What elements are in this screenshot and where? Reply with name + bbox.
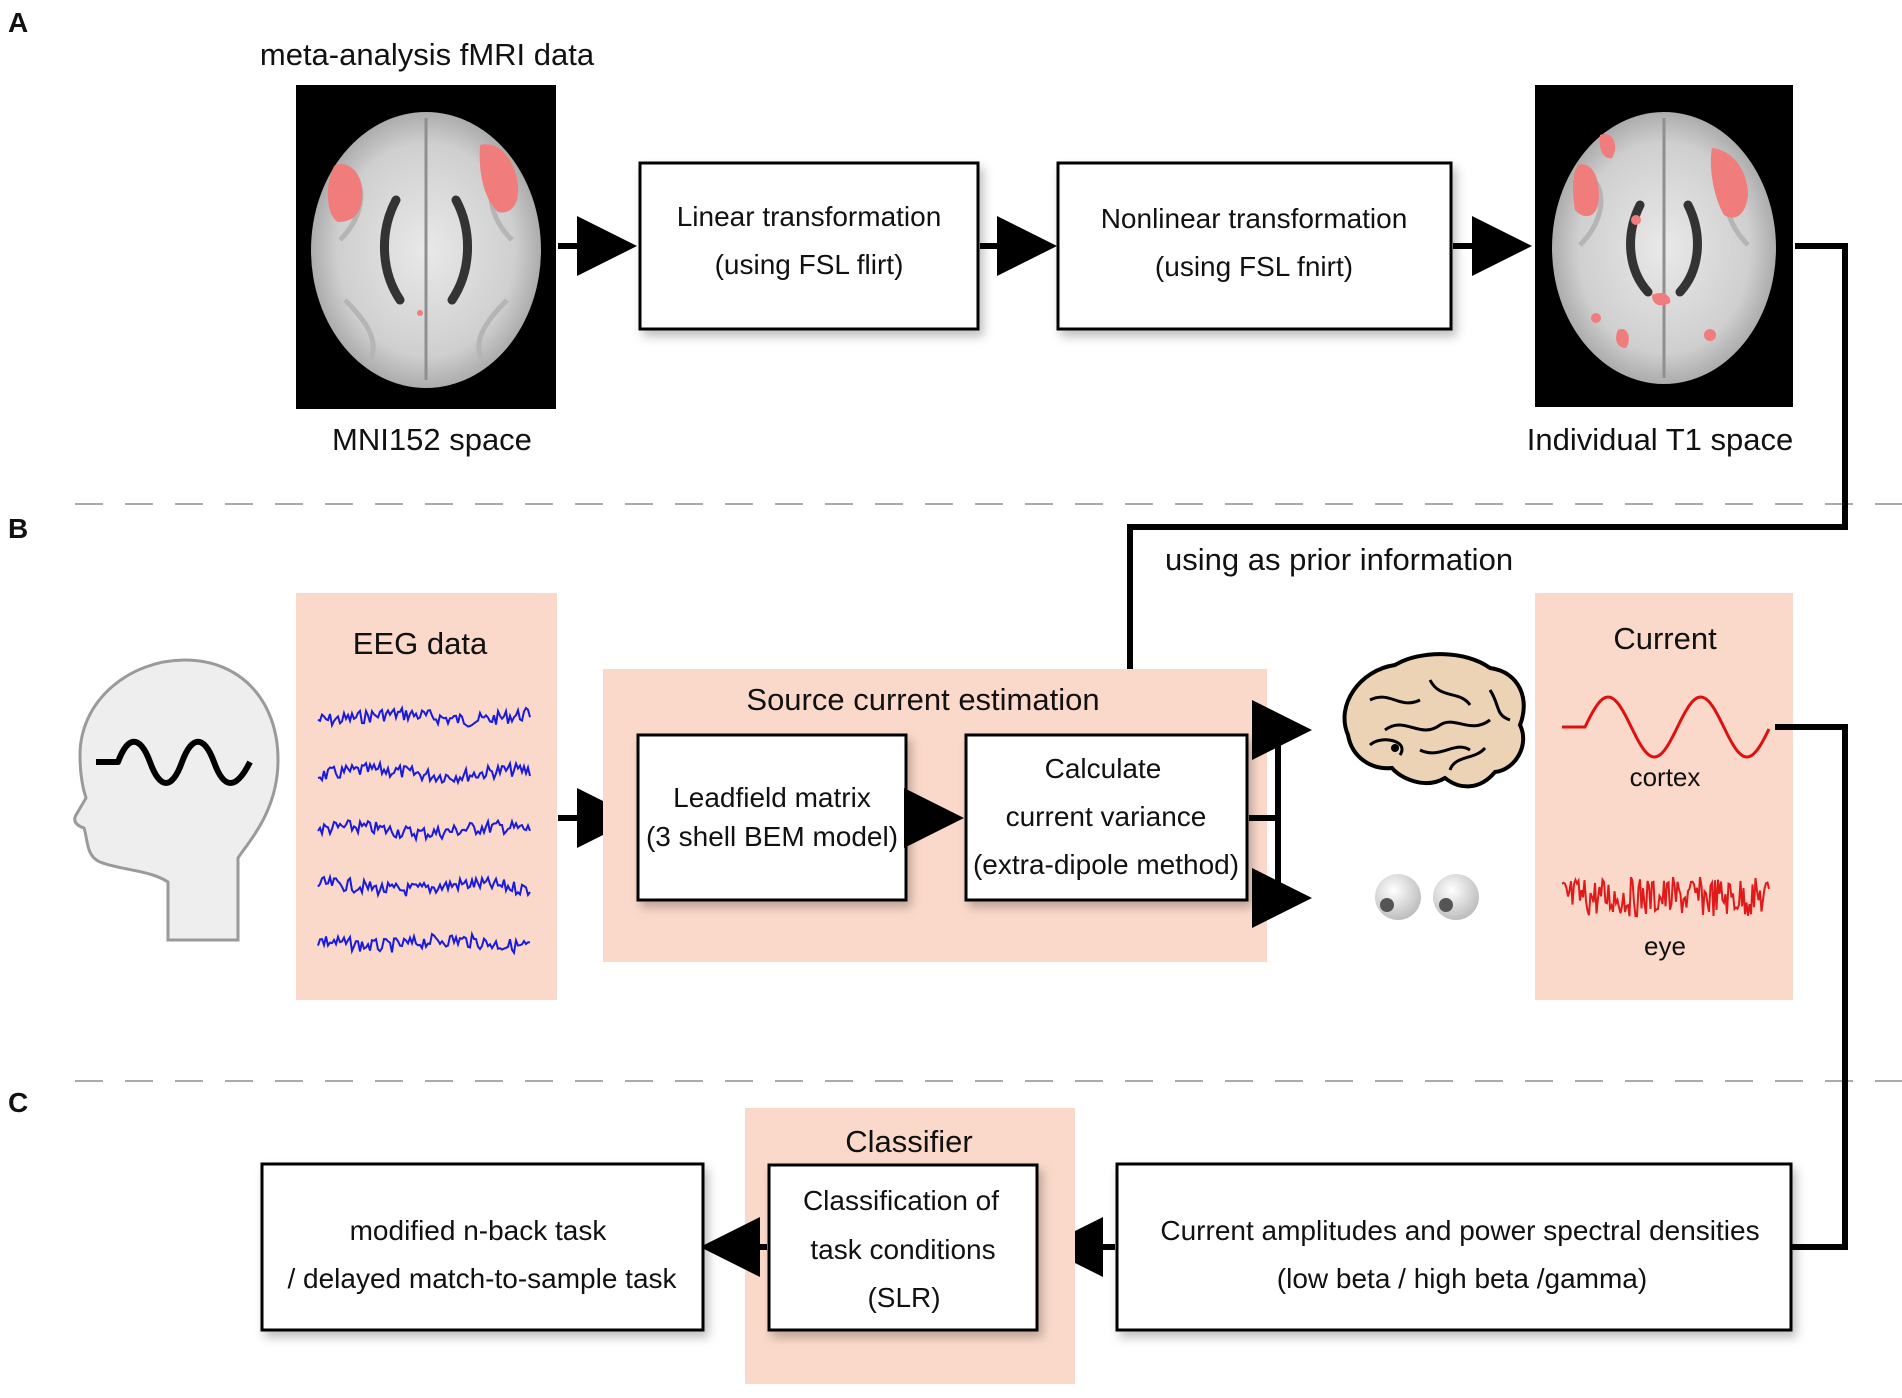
eeg-trace <box>317 873 531 899</box>
features-box <box>1115 1162 1793 1332</box>
task-line2: / delayed match-to-sample task <box>287 1263 677 1294</box>
eeg-trace <box>317 705 531 729</box>
current-to-features-connector <box>1775 724 1848 1250</box>
features-line2: (low beta / high beta /gamma) <box>1277 1263 1647 1294</box>
t1-caption: Individual T1 space <box>1527 422 1794 457</box>
eeg-trace <box>317 930 531 956</box>
variance-line2: current variance <box>1006 801 1207 832</box>
eye-current-trace <box>1561 876 1770 918</box>
fmri-caption: meta-analysis fMRI data <box>260 37 595 72</box>
nonlinear-line1: Nonlinear transformation <box>1101 203 1408 234</box>
cortex-current-trace <box>1562 695 1771 759</box>
eeg-trace <box>317 817 531 843</box>
leadfield-box <box>636 733 908 902</box>
eeg-trace <box>317 759 531 786</box>
linear-line1: Linear transformation <box>677 201 942 232</box>
t1-activation-left <box>1573 164 1599 217</box>
prior-info-label: using as prior information <box>1165 542 1513 577</box>
eyes-icon <box>1375 874 1479 920</box>
mni-brain-image <box>296 85 556 409</box>
classification-line3: (SLR) <box>867 1282 940 1313</box>
classification-line1: Classification of <box>803 1185 999 1216</box>
classifier-title: Classifier <box>845 1124 972 1159</box>
head-silhouette-icon <box>73 658 280 942</box>
current-panel <box>1535 593 1793 1000</box>
nonlinear-transformation-box <box>1056 161 1453 331</box>
leadfield-line1: Leadfield matrix <box>673 782 871 813</box>
variance-line1: Calculate <box>1045 753 1162 784</box>
linear-transformation-box <box>638 161 980 331</box>
current-title: Current <box>1613 621 1717 656</box>
arrow-to-eyes <box>1252 815 1312 928</box>
cortex-label: cortex <box>1630 762 1701 792</box>
leadfield-line2: (3 shell BEM model) <box>646 821 898 852</box>
t1-activation-right <box>1710 148 1748 218</box>
task-line1: modified n-back task <box>350 1215 608 1246</box>
sine-wave-icon <box>96 739 253 786</box>
brain-icon <box>1342 652 1526 789</box>
panel-b-label: B <box>8 513 28 544</box>
eye-label: eye <box>1644 931 1686 961</box>
linear-line2: (using FSL flirt) <box>715 249 904 280</box>
features-line1: Current amplitudes and power spectral de… <box>1160 1215 1759 1246</box>
panel-c-label: C <box>8 1087 28 1118</box>
arrow-to-brain <box>1249 700 1312 821</box>
task-box <box>260 1162 705 1332</box>
activation-left <box>327 164 363 222</box>
variance-line3: (extra-dipole method) <box>973 849 1239 880</box>
mni-caption: MNI152 space <box>332 422 532 457</box>
prior-info-connector <box>1100 243 1848 734</box>
classification-line2: task conditions <box>810 1234 995 1265</box>
activation-right <box>479 144 519 213</box>
eeg-title: EEG data <box>353 626 488 661</box>
eeg-data-panel <box>296 593 557 1000</box>
classification-box <box>767 1163 1039 1332</box>
t1-brain-image <box>1535 85 1793 407</box>
panel-a-label: A <box>8 7 28 38</box>
nonlinear-line2: (using FSL fnirt) <box>1155 251 1353 282</box>
current-variance-box <box>964 733 1249 902</box>
source-title: Source current estimation <box>746 682 1099 717</box>
eeg-traces <box>317 705 531 956</box>
